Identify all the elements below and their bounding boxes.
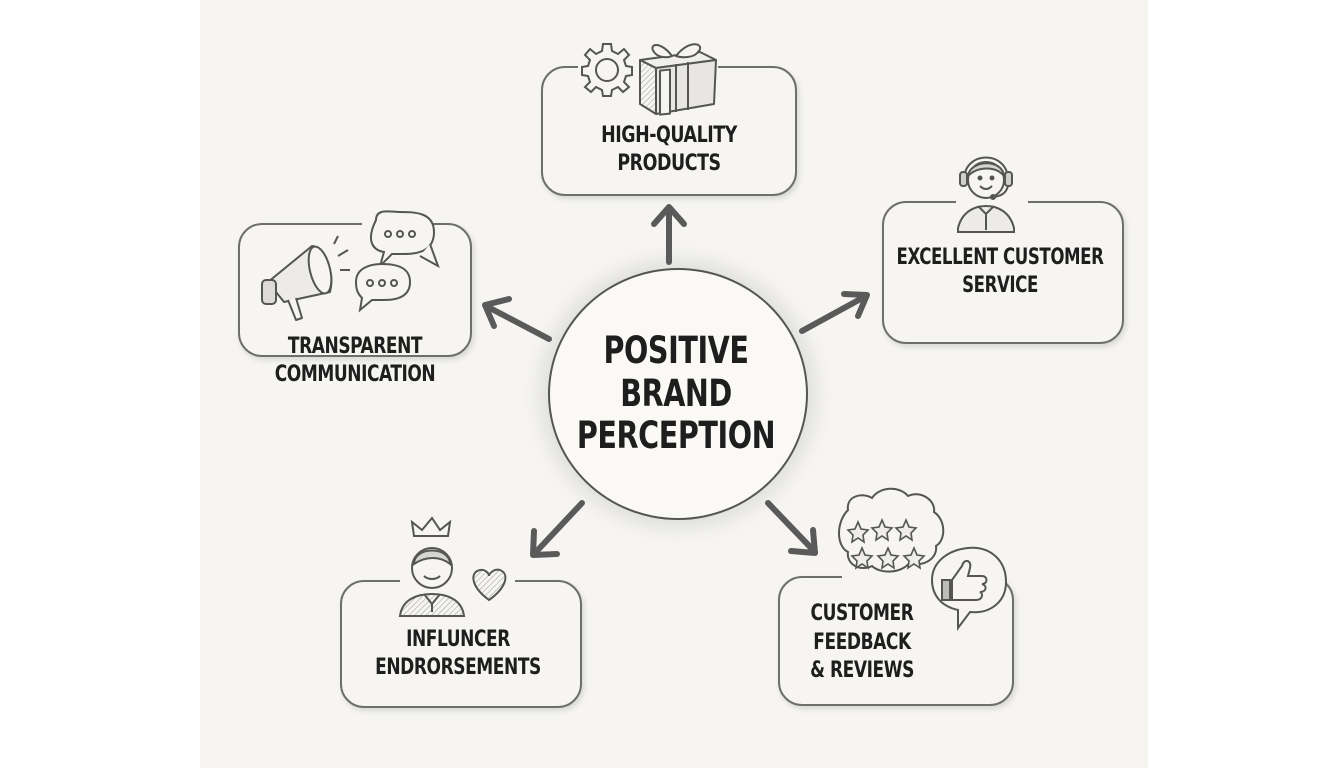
box-gap: [282, 349, 440, 355]
center-line-2: BRAND: [620, 371, 732, 415]
gear-icon: [581, 43, 633, 97]
crowned-person-icon: [398, 516, 466, 617]
label-line: INFLUNCER: [406, 627, 510, 652]
box-gap: [956, 198, 1028, 204]
heart-icon: [472, 568, 507, 602]
support-agent-headset-icon: [957, 156, 1015, 233]
node-influencer-endorsements-label: INFLUNCER ENDRORSEMENTS: [355, 626, 561, 681]
center-hub-circle: [548, 268, 808, 520]
arrow-up-left-icon: [482, 296, 552, 342]
megaphone-icon: [261, 235, 350, 321]
label-line: FEEDBACK: [813, 629, 911, 655]
label-line: PRODUCTS: [617, 150, 721, 176]
node-customer-feedback-reviews-label: CUSTOMER FEEDBACK & REVIEWS: [776, 600, 948, 686]
label-line: COMMUNICATION: [274, 361, 436, 387]
arrow-down-right-icon: [765, 500, 818, 556]
node-transparent-communication-label: TRANSPARENT COMMUNICATION: [252, 333, 458, 388]
arrow-down-left-icon: [530, 500, 585, 558]
thumbs-up-bubble-icon: [930, 546, 1008, 631]
center-line-3: PERCEPTION: [576, 414, 776, 458]
node-transparent-communication: [238, 223, 472, 357]
center-line-1: POSITIVE: [603, 329, 749, 372]
label-line: & REVIEWS: [810, 658, 914, 684]
label-line: EXCELLENT CUSTOMER: [896, 245, 1104, 270]
node-excellent-customer-service-label: EXCELLENT CUSTOMER SERVICE: [892, 244, 1107, 299]
box-gap: [400, 577, 515, 583]
label-line: TRANSPARENT: [287, 334, 423, 359]
star-rating-bubble-icon: [838, 487, 945, 573]
arrow-up-icon: [651, 204, 687, 265]
speech-bubbles-icon: [354, 210, 440, 313]
label-line: HIGH-QUALITY: [601, 123, 737, 148]
box-gap: [842, 573, 1012, 579]
label-line: CUSTOMER: [810, 601, 914, 626]
node-high-quality-products-label: HIGH-QUALITY PRODUCTS: [556, 122, 781, 177]
label-line: ENDRORSEMENTS: [375, 654, 541, 680]
gift-box-icon: [639, 43, 717, 116]
label-line: SERVICE: [962, 272, 1038, 298]
center-hub-label: POSITIVE BRAND PERCEPTION: [566, 329, 786, 458]
arrow-up-right-icon: [799, 291, 870, 334]
